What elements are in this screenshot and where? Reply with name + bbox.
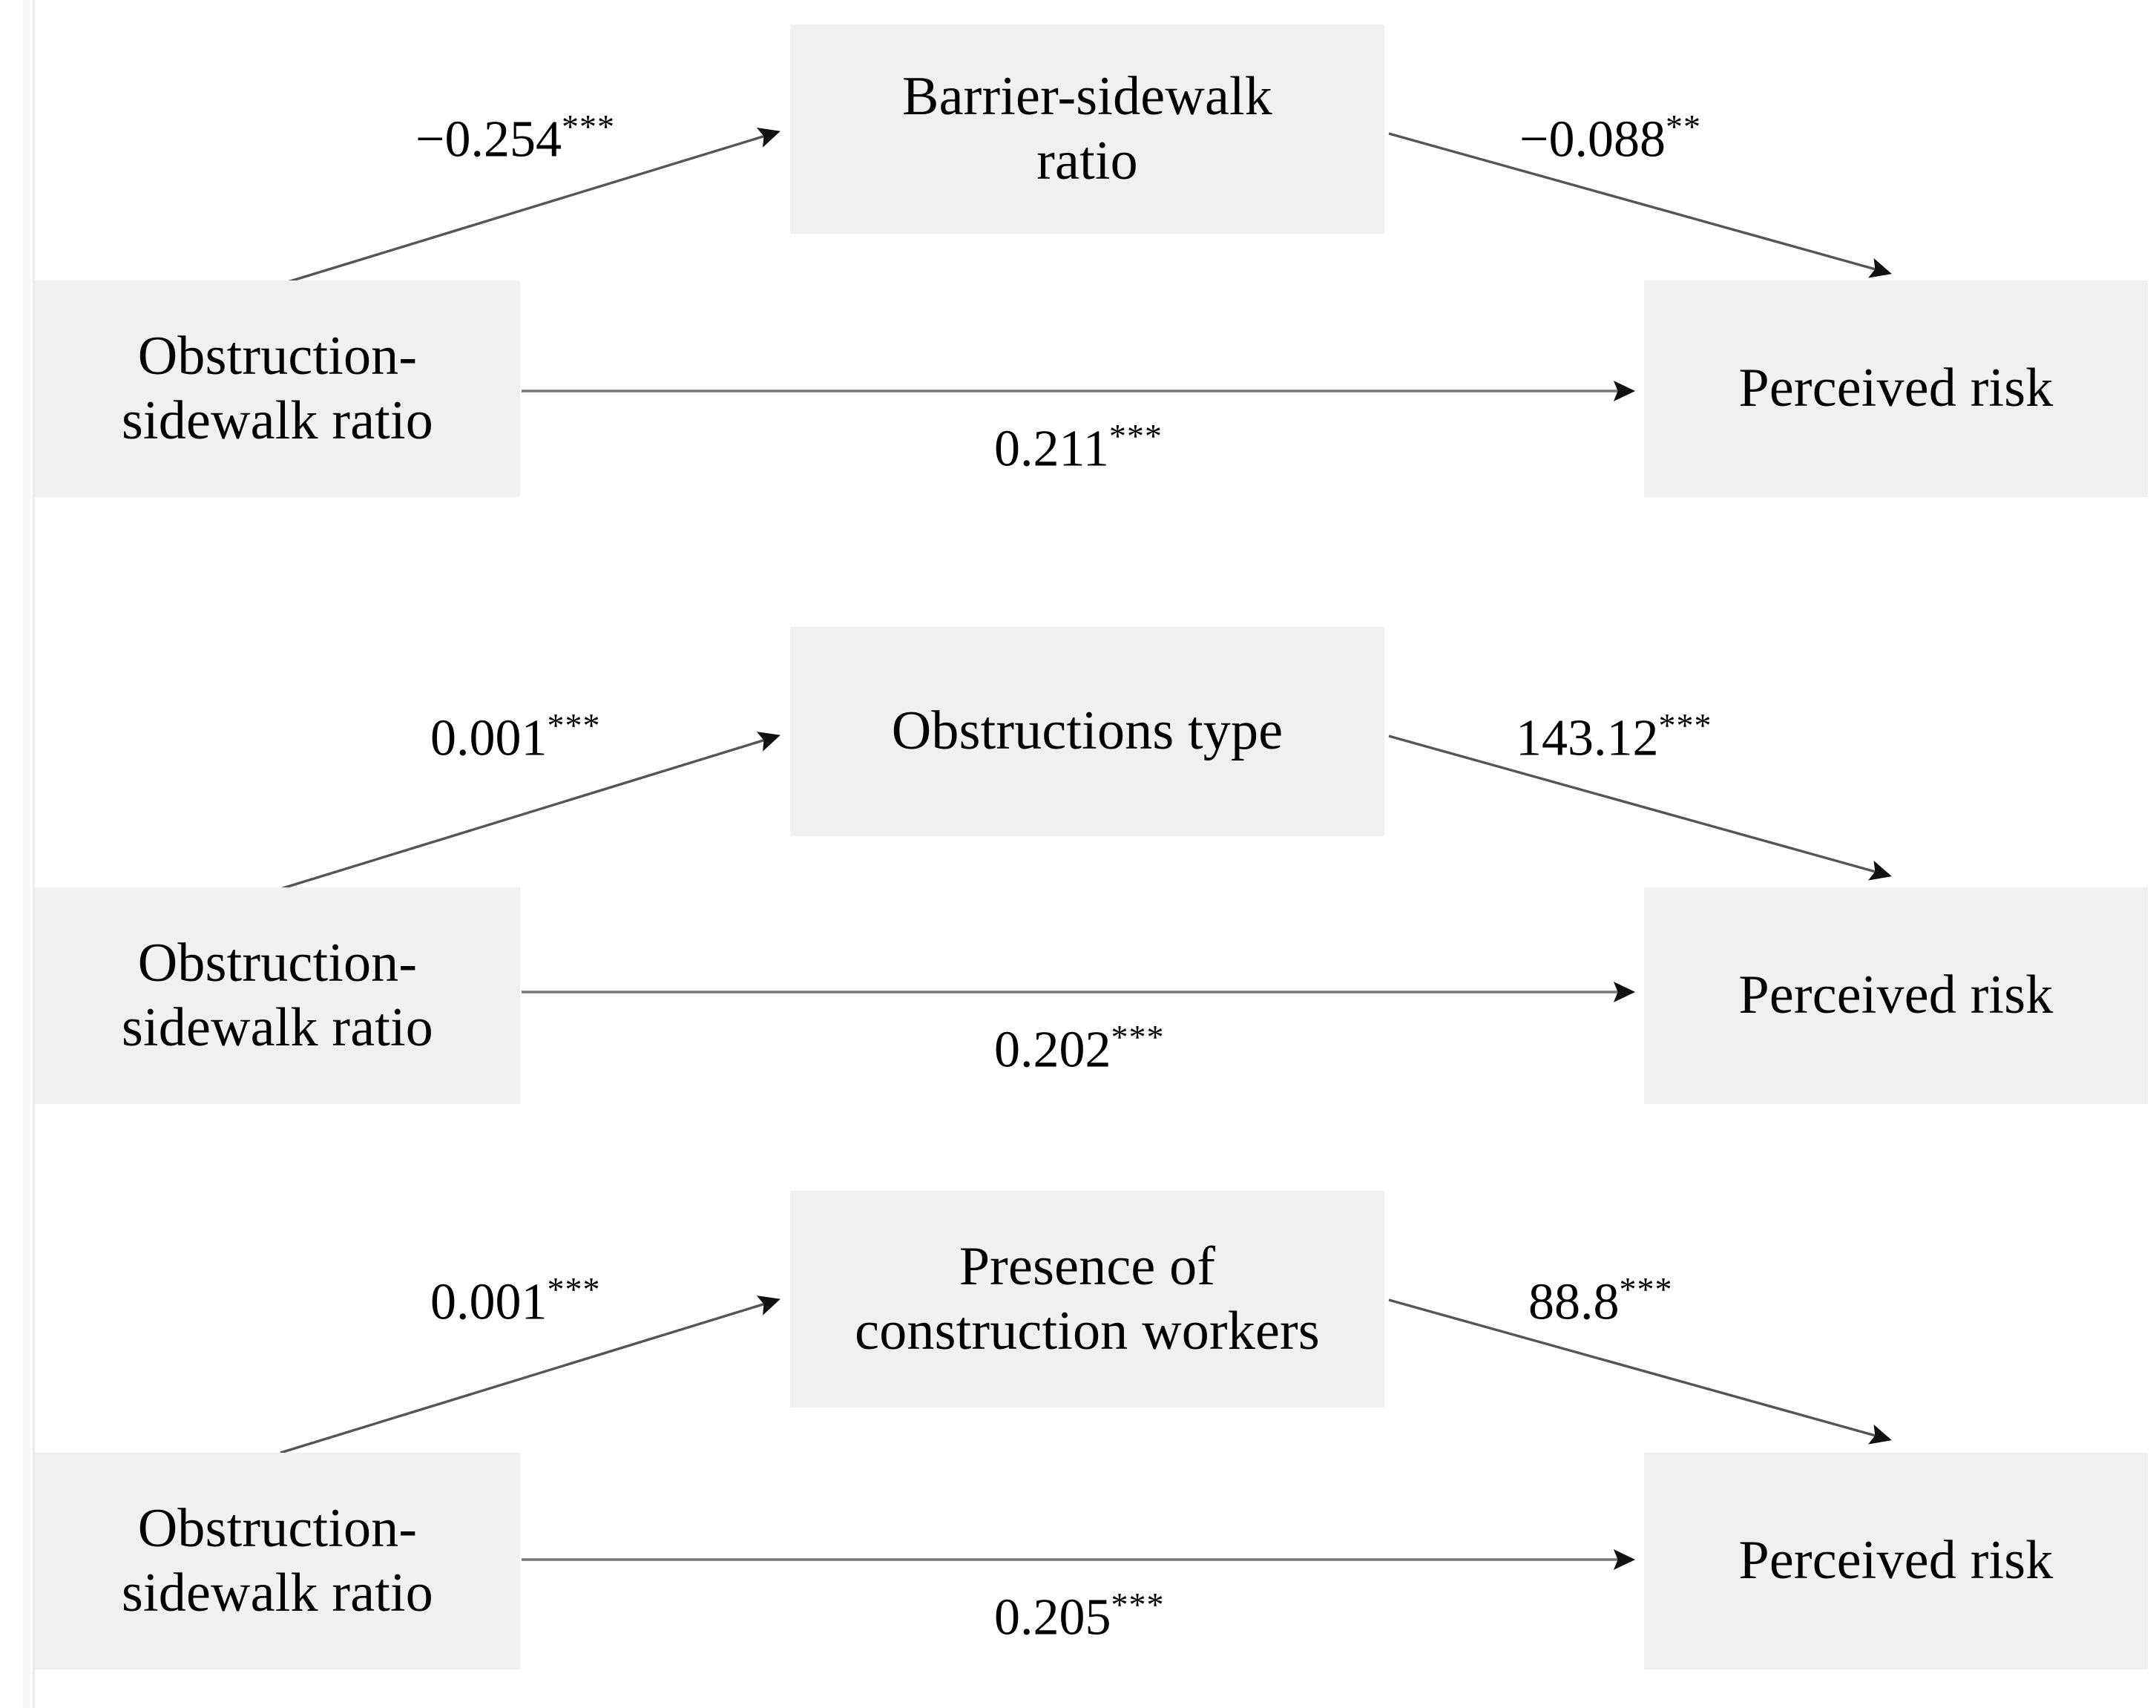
label-panel2-path-c-coef: 0.202 xyxy=(994,1021,1111,1079)
label-panel3-path-c: 0.205*** xyxy=(994,1588,1165,1643)
label-panel2-path-b: 143.12*** xyxy=(1516,709,1712,764)
node-panel1-mediator-label: Barrier-sidewalk ratio xyxy=(902,65,1272,194)
label-panel1-path-c-coef: 0.211 xyxy=(994,420,1109,478)
node-panel3-predictor-label: Obstruction- sidewalk ratio xyxy=(122,1497,433,1626)
node-panel1-outcome[interactable]: Perceived risk xyxy=(1644,280,2148,497)
label-panel1-path-a-coef: −0.254 xyxy=(415,111,562,168)
node-panel2-predictor[interactable]: Obstruction- sidewalk ratio xyxy=(35,887,520,1104)
node-panel3-outcome[interactable]: Perceived risk xyxy=(1644,1453,2148,1669)
label-panel3-path-b-stars: *** xyxy=(1619,1270,1673,1308)
node-panel3-predictor[interactable]: Obstruction- sidewalk ratio xyxy=(35,1453,520,1669)
mediator-line-1: Barrier-sidewalk xyxy=(902,65,1272,127)
label-panel1-path-b: −0.088** xyxy=(1519,110,1701,165)
predictor-line-2: sidewalk ratio xyxy=(122,390,433,451)
mediator-line-2: construction workers xyxy=(855,1301,1320,1362)
label-panel3-path-c-stars: *** xyxy=(1111,1586,1165,1623)
node-panel3-mediator[interactable]: Presence of construction workers xyxy=(790,1191,1384,1408)
node-panel1-predictor[interactable]: Obstruction- sidewalk ratio xyxy=(35,280,520,497)
label-panel2-path-c: 0.202*** xyxy=(994,1020,1165,1076)
mediator-line-2: ratio xyxy=(1036,131,1138,191)
label-panel3-path-b: 88.8*** xyxy=(1528,1272,1673,1328)
predictor-line-1: Obstruction- xyxy=(137,325,418,387)
arrow-panel3-b xyxy=(1388,1298,1892,1445)
label-panel2-path-a-coef: 0.001 xyxy=(430,709,548,767)
label-panel2-path-b-coef: 143.12 xyxy=(1516,709,1659,767)
label-panel3-path-a: 0.001*** xyxy=(430,1272,601,1328)
arrow-panel1-a xyxy=(280,128,780,286)
predictor-line-1: Obstruction- xyxy=(137,932,418,993)
arrow-panel2-a xyxy=(280,732,780,890)
label-panel1-path-b-coef: −0.088 xyxy=(1519,111,1666,168)
label-panel2-path-b-stars: *** xyxy=(1658,706,1712,744)
label-panel3-path-a-coef: 0.001 xyxy=(430,1273,548,1331)
node-panel1-mediator[interactable]: Barrier-sidewalk ratio xyxy=(790,24,1384,234)
label-panel2-path-a-stars: *** xyxy=(547,706,601,744)
node-panel2-mediator-label: Obstructions type xyxy=(891,700,1284,762)
label-panel1-path-a: −0.254*** xyxy=(415,110,615,165)
predictor-line-1: Obstruction- xyxy=(137,1497,418,1559)
mediator-line-1: Presence of xyxy=(959,1235,1216,1297)
predictor-line-2: sidewalk ratio xyxy=(122,1563,433,1623)
node-panel2-outcome[interactable]: Perceived risk xyxy=(1644,887,2148,1104)
label-panel3-path-b-coef: 88.8 xyxy=(1528,1273,1620,1331)
arrow-panel1-b xyxy=(1388,132,1892,278)
label-panel1-path-c-stars: *** xyxy=(1108,417,1163,455)
label-panel1-path-b-stars: ** xyxy=(1665,108,1701,145)
label-panel3-path-c-coef: 0.205 xyxy=(994,1589,1111,1646)
node-panel2-outcome-label: Perceived risk xyxy=(1738,965,2054,1026)
arrow-panel2-b xyxy=(1388,735,1892,881)
label-panel3-path-a-stars: *** xyxy=(547,1270,601,1308)
label-panel2-path-a: 0.001*** xyxy=(430,709,601,764)
predictor-line-2: sidewalk ratio xyxy=(122,997,433,1058)
arrow-panel3-a xyxy=(280,1295,780,1454)
node-panel1-outcome-label: Perceived risk xyxy=(1738,358,2054,419)
page-edge-line xyxy=(33,0,35,1708)
node-panel2-mediator[interactable]: Obstructions type xyxy=(790,627,1384,836)
label-panel2-path-c-stars: *** xyxy=(1111,1018,1165,1056)
label-panel1-path-a-stars: *** xyxy=(561,108,615,145)
page-edge-shadow xyxy=(23,0,30,1708)
node-panel3-mediator-label: Presence of construction workers xyxy=(855,1235,1320,1364)
node-panel2-predictor-label: Obstruction- sidewalk ratio xyxy=(122,931,433,1061)
node-panel3-outcome-label: Perceived risk xyxy=(1738,1530,2054,1592)
label-panel1-path-c: 0.211*** xyxy=(994,419,1163,475)
node-panel1-predictor-label: Obstruction- sidewalk ratio xyxy=(122,324,433,454)
